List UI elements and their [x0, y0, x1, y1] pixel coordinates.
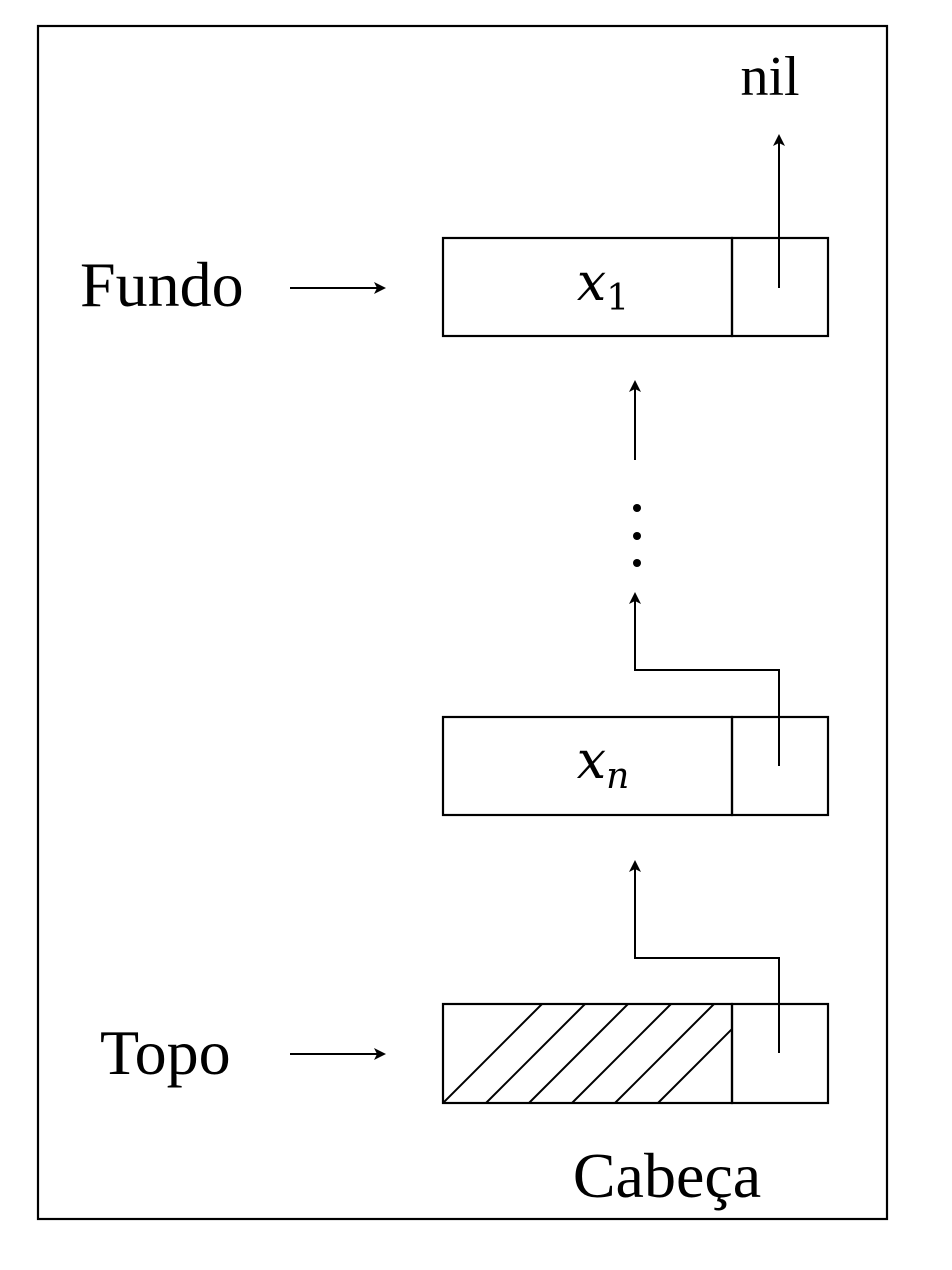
nil-label: nil: [740, 46, 799, 108]
node-xn: xn: [441, 715, 830, 817]
fundo-label: Fundo: [80, 249, 244, 320]
node-xn-label: xn: [577, 731, 630, 797]
cabeca-label: Cabeça: [573, 1140, 761, 1211]
diagram-frame: [36, 24, 889, 1221]
head-node: [441, 1002, 830, 1105]
node-x1-label: x1: [577, 253, 629, 319]
node-x1-pointer-cell: [730, 236, 830, 338]
node-xn-pointer-cell: [730, 715, 830, 817]
vertical-ellipsis: [633, 504, 641, 567]
head-node-pointer-cell: [730, 1002, 830, 1105]
topo-label: Topo: [100, 1017, 231, 1088]
head-node-hatching: [443, 1004, 732, 1103]
link-arrow-from-xn: [629, 592, 780, 766]
link-arrow-from-head: [629, 860, 780, 1053]
node-x1: x1: [441, 236, 830, 338]
